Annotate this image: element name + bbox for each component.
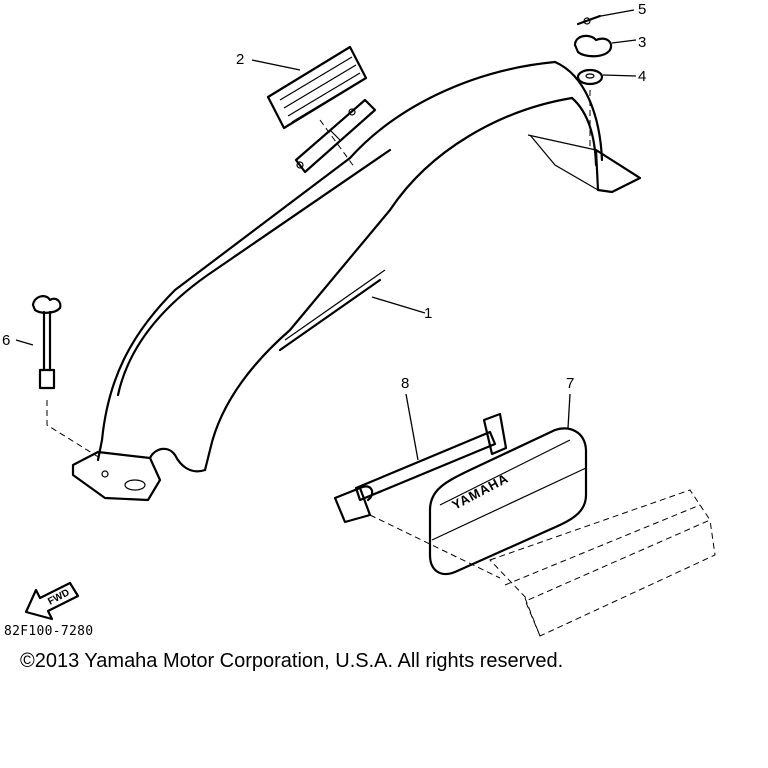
label-plate-part [266,45,368,130]
callout-7: 7 [566,375,574,392]
copyright-text: ©2013 Yamaha Motor Corporation, U.S.A. A… [20,650,564,672]
callout-5: 5 [638,1,646,18]
fender-part [71,60,642,502]
strap-band-part [333,412,508,579]
callout-4: 4 [638,68,646,85]
callout-1: 1 [424,305,432,322]
callout-6: 6 [2,332,10,349]
callout-3: 3 [638,34,646,51]
callouts: 1 2 3 4 5 6 7 8 [2,1,646,461]
callout-2: 2 [236,51,244,68]
tool-box-part: YAMAHA [428,427,716,637]
stud-bolt-part [31,295,101,459]
drawing-code: 82F100-7280 [4,624,94,639]
callout-8: 8 [401,375,409,392]
top-hardware-parts [573,14,613,150]
fwd-arrow-icon: FWD [24,581,80,621]
